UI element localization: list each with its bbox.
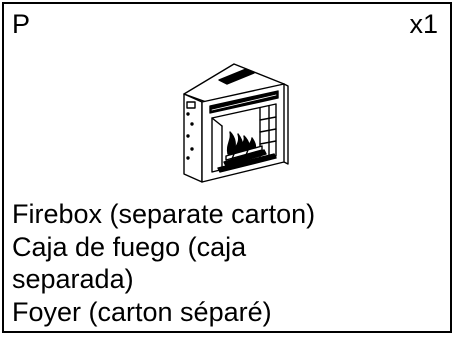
description-line-english: Firebox (separate carton) — [12, 199, 316, 229]
part-quantity: x1 — [409, 9, 438, 39]
description-line-french: Foyer (carton séparé) — [12, 296, 272, 327]
part-card: P x1 — [2, 2, 452, 333]
firebox-illustration-icon — [183, 63, 289, 183]
description-line-spanish-2: separada) — [12, 264, 134, 294]
part-letter: P — [12, 9, 31, 39]
description-line-spanish-1: Caja de fuego (caja — [12, 231, 247, 262]
part-description: Firebox (separate carton) Caja de fuego … — [12, 198, 448, 328]
